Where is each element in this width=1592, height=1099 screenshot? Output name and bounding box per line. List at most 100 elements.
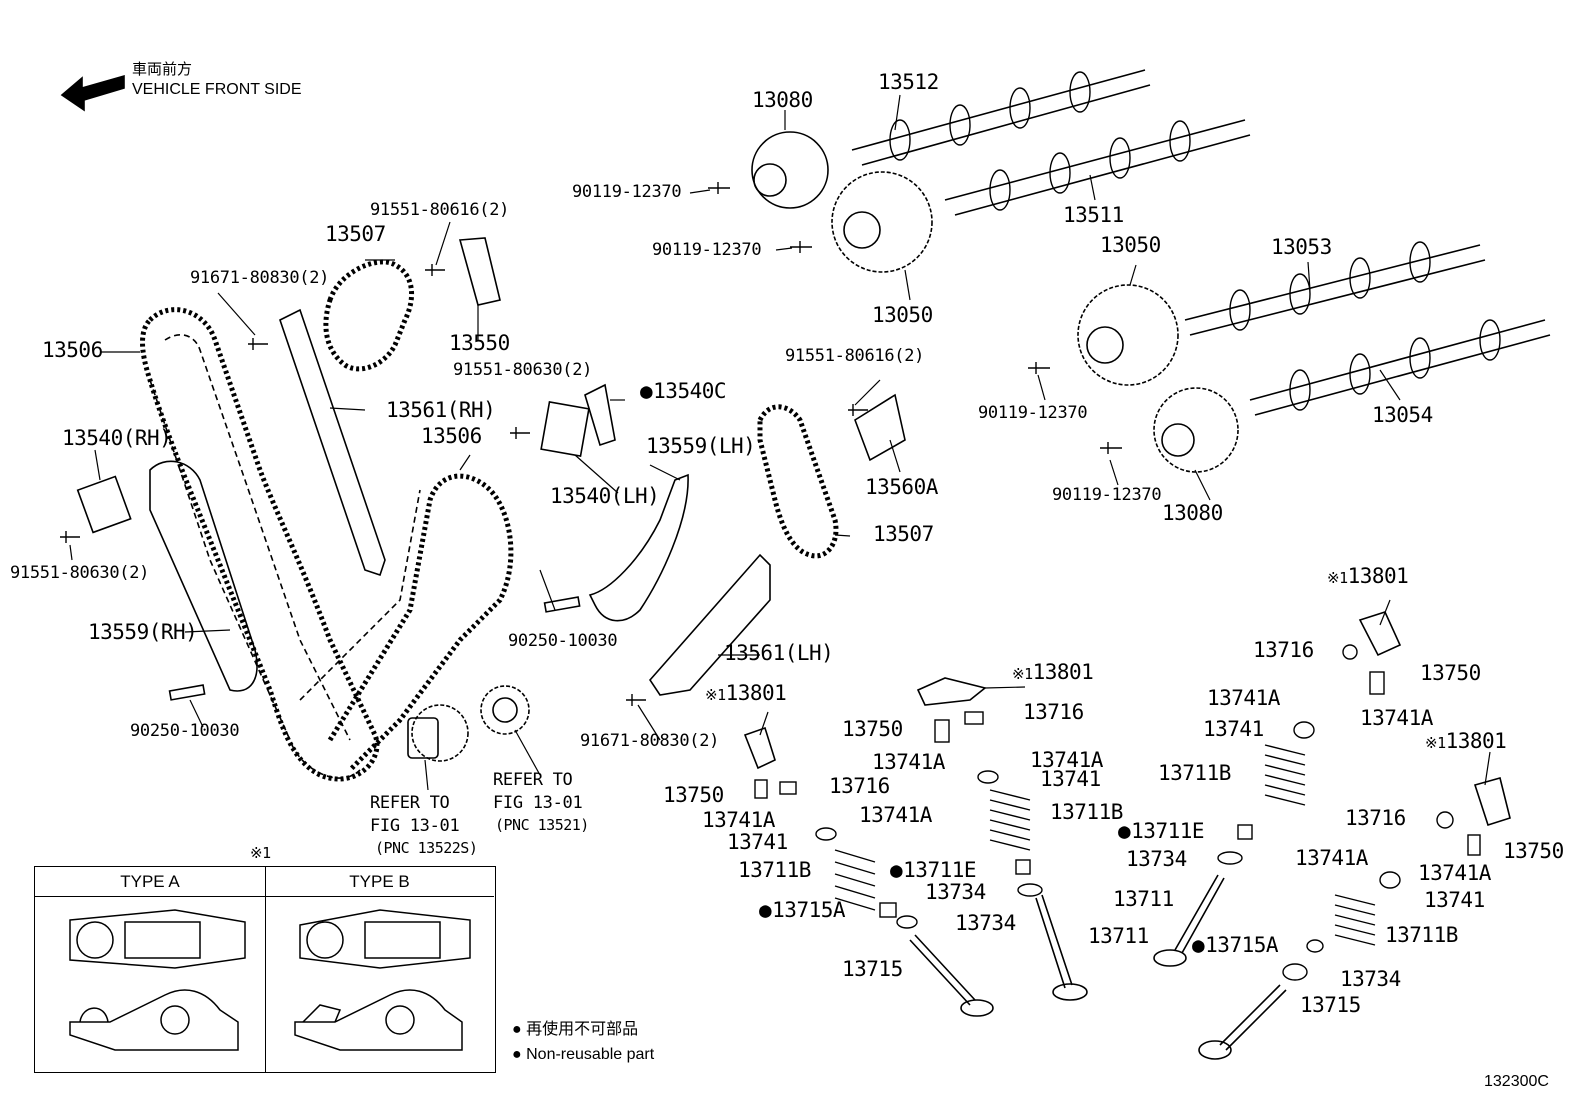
rocker-arm-13801-d bbox=[1473, 777, 1511, 827]
label-13741a-8: 13741A bbox=[1418, 861, 1491, 885]
label-90119-d: 90119-12370 bbox=[1052, 485, 1162, 505]
label-13050-bot: 13050 bbox=[872, 303, 933, 327]
vvt-gear-13050-top bbox=[831, 171, 933, 273]
label-13507-a: 13507 bbox=[325, 222, 386, 246]
label-13540rh: 13540(RH) bbox=[62, 426, 172, 450]
refer-b-line3: (PNC 13521) bbox=[495, 816, 589, 834]
label-13715-2: 13715 bbox=[1300, 993, 1361, 1017]
note-mark: ※1 bbox=[1327, 569, 1348, 587]
label-13080-bot: 13080 bbox=[1162, 501, 1223, 525]
label-13711-2: 13711 bbox=[1113, 887, 1174, 911]
label-13741a-5: 13741A bbox=[1207, 686, 1280, 710]
label-91551-80630-a: 91551-80630(2) bbox=[453, 360, 593, 380]
label-90250-b: 90250-10030 bbox=[130, 721, 240, 741]
vvt-gear-13080-top bbox=[751, 131, 829, 209]
chain-13507-upper bbox=[323, 259, 415, 372]
label-13741-4: 13741 bbox=[1424, 888, 1485, 912]
refer-a-line1: REFER TO bbox=[370, 793, 450, 813]
label-90119-a: 90119-12370 bbox=[572, 182, 682, 202]
rocker-arm-13801-a bbox=[916, 677, 987, 706]
label-13716-c: 13716 bbox=[1253, 638, 1314, 662]
type-table-divider bbox=[265, 867, 266, 1072]
label-13511: 13511 bbox=[1063, 203, 1124, 227]
guide-13550 bbox=[458, 237, 501, 306]
valve-13715-left bbox=[909, 934, 976, 1006]
valve-13711-right bbox=[1174, 874, 1225, 954]
rocker-type-b-side bbox=[294, 989, 463, 1051]
refer-b-line1: REFER TO bbox=[493, 770, 573, 790]
label-13750-a: 13750 bbox=[842, 717, 903, 741]
label-91671-80830-b: 91671-80830(2) bbox=[580, 731, 720, 751]
label-13711b-4: 13711B bbox=[1385, 923, 1458, 947]
chain-tensioner-13540rh bbox=[76, 475, 132, 534]
legend-jp: ● 再使用不可部品 bbox=[512, 1021, 639, 1038]
front-label-jp: 車両前方 bbox=[132, 61, 193, 78]
label-13734-4: 13734 bbox=[1340, 967, 1401, 991]
label-13550: 13550 bbox=[449, 331, 510, 355]
label-13801-c: ※113801 bbox=[1327, 564, 1409, 588]
tensioner-slipper-13559rh bbox=[149, 460, 258, 692]
refer-b-line2: FIG 13-01 bbox=[493, 793, 583, 813]
label-13741a-1: 13741A bbox=[872, 750, 945, 774]
label-13561lh: 13561(LH) bbox=[724, 641, 834, 665]
label-13801-d: ※113801 bbox=[1425, 729, 1507, 753]
label-13559rh: 13559(RH) bbox=[88, 620, 198, 644]
tensioner-slipper-13559lh bbox=[588, 473, 689, 622]
label-13080-top: 13080 bbox=[752, 88, 813, 112]
spring-13711b-4 bbox=[1334, 894, 1376, 946]
label-13801-b: ※113801 bbox=[705, 681, 787, 705]
label-13054: 13054 bbox=[1372, 403, 1433, 427]
camshaft-13512 bbox=[851, 69, 1151, 166]
label-13715a-1: 13715A bbox=[759, 900, 845, 921]
label-13711-1: 13711 bbox=[1088, 924, 1149, 948]
camshaft-13053 bbox=[1184, 244, 1486, 336]
camshaft-13511 bbox=[944, 119, 1251, 216]
refer-a-line3: (PNC 13522S) bbox=[375, 839, 478, 857]
label-13050-top: 13050 bbox=[1100, 233, 1161, 257]
label-13560a: 13560A bbox=[865, 475, 938, 499]
label-90119-c: 90119-12370 bbox=[978, 403, 1088, 423]
label-13734-2: 13734 bbox=[955, 911, 1016, 935]
label-13561rh: 13561(RH) bbox=[386, 398, 496, 422]
figure-id: 132300C bbox=[1484, 1073, 1549, 1090]
valve-13711-mid bbox=[1035, 894, 1073, 989]
chain-guide-13561rh bbox=[279, 308, 386, 577]
label-13741-1: 13741 bbox=[1040, 767, 1101, 791]
spring-13711b-2 bbox=[989, 789, 1031, 851]
rocker-type-b-top bbox=[299, 909, 471, 969]
timing-chain-13506 bbox=[140, 307, 380, 782]
label-13053: 13053 bbox=[1271, 235, 1332, 259]
rocker-type-table: TYPE A TYPE B bbox=[34, 866, 496, 1073]
rocker-type-a-top bbox=[69, 909, 246, 969]
label-13741a-6: 13741A bbox=[1360, 706, 1433, 730]
label-13734-3: 13734 bbox=[1126, 847, 1187, 871]
rocker-arm-13801-b bbox=[743, 726, 776, 770]
label-13741-2: 13741 bbox=[727, 830, 788, 854]
label-13741a-3: 13741A bbox=[702, 808, 775, 832]
label-13506-a: 13506 bbox=[42, 338, 103, 362]
label-13716-d: 13716 bbox=[1345, 806, 1406, 830]
sprocket-13522s bbox=[411, 704, 469, 762]
rocker-type-a-side bbox=[69, 989, 239, 1051]
label-13750-d: 13750 bbox=[1503, 839, 1564, 863]
label-13741a-7: 13741A bbox=[1295, 846, 1368, 870]
label-91551-80616-b: 91551-80616(2) bbox=[785, 346, 925, 366]
label-13711b-2: 13711B bbox=[738, 858, 811, 882]
label-13715-1: 13715 bbox=[842, 957, 903, 981]
note-mark: ※1 bbox=[705, 686, 726, 704]
spring-13711b-3 bbox=[1264, 744, 1306, 806]
label-13540lh: 13540(LH) bbox=[550, 484, 660, 508]
vvt-gear-13050-bot bbox=[1077, 284, 1179, 386]
tensioner-13560a bbox=[854, 393, 906, 462]
label-90119-b: 90119-12370 bbox=[652, 240, 762, 260]
label-13711b-3: 13711B bbox=[1158, 761, 1231, 785]
chain-tensioner-13540lh bbox=[540, 400, 590, 458]
type-table-note-mark: ※1 bbox=[250, 844, 271, 862]
label-13750-c: 13750 bbox=[1420, 661, 1481, 685]
chain-13507-lower bbox=[757, 404, 839, 559]
front-arrow-icon bbox=[60, 74, 125, 112]
label-13711e-2: 13711E bbox=[1118, 821, 1204, 842]
type-a-header: TYPE A bbox=[35, 867, 265, 897]
label-13750-b: 13750 bbox=[663, 783, 724, 807]
